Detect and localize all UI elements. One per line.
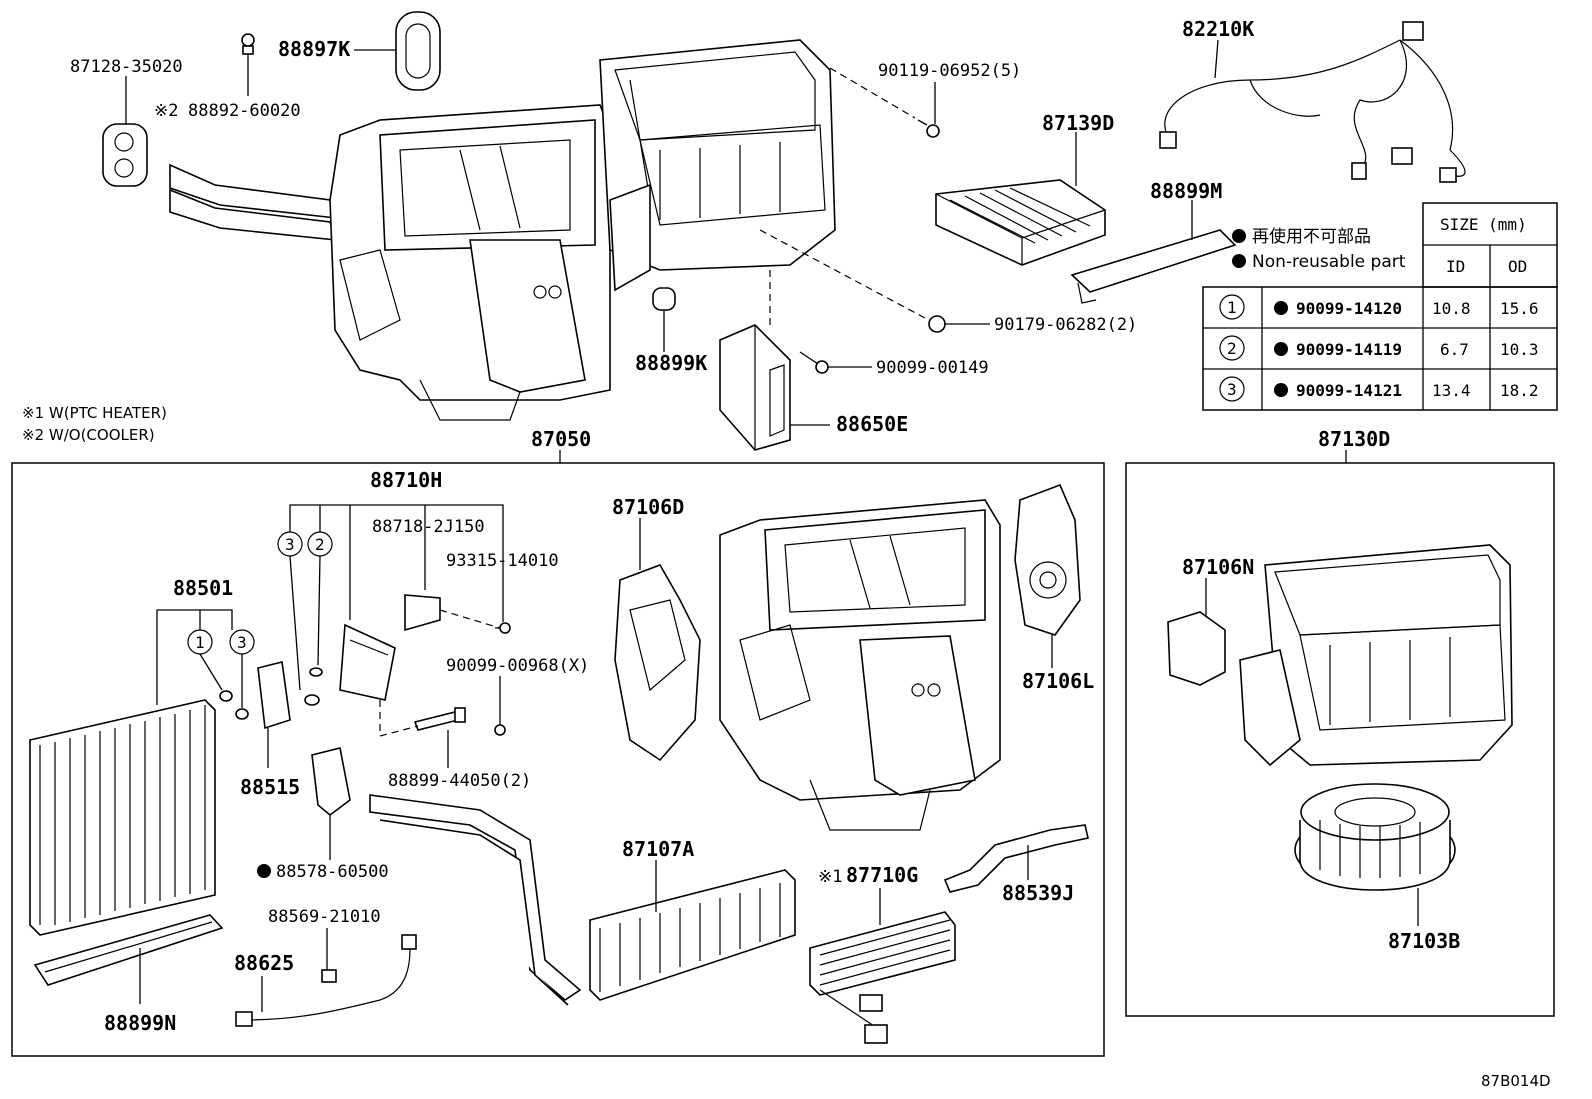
- row-od: 15.6: [1500, 299, 1539, 318]
- row-part-number: 90099-14119: [1296, 340, 1402, 359]
- label-87103b: 87103B: [1388, 929, 1460, 953]
- label-88899m: 88899M: [1150, 179, 1222, 203]
- label-88578-60500: 88578-60500: [276, 862, 389, 882]
- assembly-87130d-box: [1125, 462, 1555, 1017]
- servo-87106n-illustration: [1167, 611, 1226, 686]
- label-87106d: 87106D: [612, 495, 684, 519]
- label-88569-21010: 88569-21010: [268, 907, 381, 927]
- label-90099-00149: 90099-00149: [876, 358, 989, 378]
- nut-88899k-illustration: [652, 287, 676, 311]
- servo-87106d-illustration: [614, 564, 701, 762]
- row-number: 3: [1227, 380, 1237, 399]
- callout-number-3: 3: [237, 633, 247, 652]
- hvac-assembly-top-illustration: [169, 39, 836, 421]
- label-87106n: 87106N: [1182, 555, 1254, 579]
- screw-90099-00149-illustration: [799, 351, 829, 374]
- row-part-number: 90099-14121: [1296, 381, 1402, 400]
- label-88899n: 88899N: [104, 1011, 176, 1035]
- strip-88899n-illustration: [33, 914, 224, 986]
- grommet-88897k-illustration: [395, 11, 441, 91]
- callout-number-2: 2: [315, 535, 325, 554]
- label-90179-06282: 90179-06282(2): [994, 315, 1137, 335]
- label-87710g: 87710G: [846, 863, 918, 887]
- screw-90119-illustration: [917, 119, 940, 138]
- label-88718-2j150: 88718-2J150: [372, 517, 485, 537]
- non-reusable-bullet-icon: [1274, 383, 1288, 397]
- clip-88892-illustration: [241, 33, 255, 55]
- size-table-col-od: OD: [1508, 257, 1527, 276]
- blower-motor-87103b-illustration: [1294, 783, 1456, 891]
- non-reusable-bullet-icon: [257, 864, 271, 878]
- size-table-row-1: 1 90099-14120 10.8 15.6: [1219, 294, 1539, 320]
- legend-japanese: 再使用不可部品: [1252, 226, 1371, 247]
- row-id: 13.4: [1432, 381, 1471, 400]
- blower-case-87130d-illustration: [1239, 544, 1513, 767]
- label-87107a: 87107A: [622, 837, 694, 861]
- hvac-case-87050-illustration: [719, 499, 1001, 831]
- label-82210k: 82210K: [1182, 17, 1254, 41]
- label-88650e: 88650E: [836, 412, 908, 436]
- label-88710h: 88710H: [370, 468, 442, 492]
- row-id: 6.7: [1440, 340, 1469, 359]
- label-90119-06952: 90119-06952(5): [878, 61, 1021, 81]
- non-reusable-bullet-icon: [1274, 342, 1288, 356]
- hose-88539j-illustration: [943, 824, 1089, 893]
- label-88899-44050: 88899-44050(2): [388, 771, 531, 791]
- ptc-heater-87710g-illustration: [809, 911, 956, 1044]
- label-87050: 87050: [531, 427, 591, 451]
- heater-core-87107a-illustration: [369, 794, 796, 1006]
- cover-88578-illustration: [311, 747, 351, 817]
- row-od: 18.2: [1500, 381, 1539, 400]
- label-87710g-mark: ※1: [818, 867, 842, 887]
- size-table-row-2: 2 90099-14119 6.7 10.3: [1219, 335, 1539, 361]
- label-88899k: 88899K: [635, 351, 707, 375]
- row-id: 10.8: [1432, 299, 1471, 318]
- label-90099-00968: 90099-00968(X): [446, 656, 589, 676]
- assembly-87050-box: [11, 462, 1105, 1057]
- size-table-row-3: 3 90099-14121 13.4 18.2: [1219, 376, 1539, 402]
- servo-87106l-illustration: [1014, 483, 1081, 636]
- size-table-title: SIZE (mm): [1440, 215, 1527, 234]
- label-88539j: 88539J: [1002, 881, 1074, 905]
- row-od: 10.3: [1500, 340, 1539, 359]
- label-88625: 88625: [234, 951, 294, 975]
- valve-88515-illustration: [257, 661, 291, 730]
- label-88897k: 88897K: [278, 37, 350, 61]
- label-93315-14010: 93315-14010: [446, 551, 559, 571]
- label-88515: 88515: [240, 775, 300, 799]
- label-87139d: 87139D: [1042, 111, 1114, 135]
- expansion-valve-illustration: [304, 594, 511, 706]
- row-part-number: 90099-14120: [1296, 299, 1402, 318]
- sensor-88625-illustration: [235, 934, 417, 1027]
- grommet-87128-illustration: [102, 123, 148, 187]
- label-88892-60020: 88892-60020: [188, 101, 301, 121]
- cover-88899m-illustration: [1070, 229, 1237, 304]
- label-87106l: 87106L: [1022, 669, 1094, 693]
- evaporator-88501-illustration: [29, 699, 216, 936]
- label-88892-mark: ※2: [154, 101, 178, 121]
- filter-87139d-illustration: [935, 179, 1106, 266]
- note-ptc-heater: ※1 W(PTC HEATER): [22, 404, 167, 422]
- footer-code: 87B014D: [1481, 1072, 1551, 1090]
- label-87130d: 87130D: [1318, 427, 1390, 451]
- row-number: 1: [1227, 298, 1237, 317]
- callout-number-1: 1: [195, 633, 205, 652]
- legend-english: Non-reusable part: [1252, 252, 1406, 272]
- label-88501: 88501: [173, 576, 233, 600]
- size-table-col-id: ID: [1446, 257, 1465, 276]
- callout-number-3: 3: [285, 535, 295, 554]
- bolt-88899-44050-illustration: [413, 707, 466, 731]
- size-table: [1202, 202, 1558, 411]
- legend-bullet-icon: [1232, 254, 1246, 268]
- non-reusable-bullet-icon: [1274, 301, 1288, 315]
- wire-harness-82210k-illustration: [1159, 21, 1466, 183]
- row-number: 2: [1227, 339, 1237, 358]
- ecu-88650e-illustration: [719, 324, 791, 451]
- note-without-cooler: ※2 W/O(COOLER): [22, 426, 155, 444]
- legend-bullet-icon: [1232, 229, 1246, 243]
- label-87128-35020: 87128-35020: [70, 57, 183, 77]
